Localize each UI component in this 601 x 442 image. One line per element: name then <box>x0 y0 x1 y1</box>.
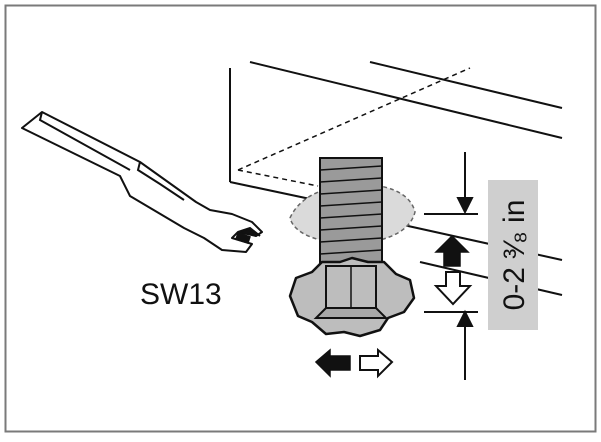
up-arrow-filled-icon <box>434 234 470 267</box>
down-arrow-outline-icon <box>433 271 473 306</box>
left-arrow-filled-icon <box>314 348 351 378</box>
hidden-lines <box>237 67 471 187</box>
wrench-size-label: SW13 <box>140 278 222 311</box>
foot-icon <box>288 256 416 338</box>
height-range-band <box>488 180 538 330</box>
height-dimension <box>424 152 478 380</box>
height-range-label: 0-2 ³⁄₈ in <box>498 200 531 311</box>
wrench-icon <box>21 111 263 253</box>
right-arrow-outline-icon <box>359 347 394 379</box>
